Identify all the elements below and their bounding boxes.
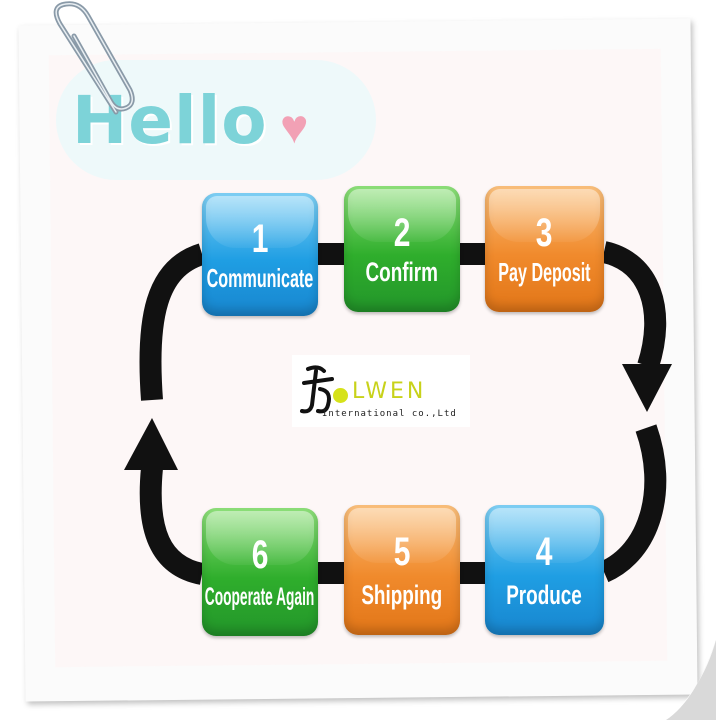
hello-greeting: Hello [72,82,268,159]
step-cooperate-again: 6 Cooperate Again [202,508,318,636]
logo-name: LWEN [352,379,427,404]
heart-icon: ♥ [280,101,309,154]
arrow-left-lower-arc [139,466,205,585]
arrow-right-arc [601,241,667,370]
step-number: 1 [251,216,269,261]
connector-2-3 [460,243,487,265]
step-confirm: 2 Confirm [344,186,460,312]
logo-subtitle: International co.,Ltd [322,409,457,419]
hello-bubble [56,60,376,180]
step-label: Shipping [361,579,443,610]
arrow-left-head [124,418,178,470]
arrow-right-head [622,364,672,412]
arrow-left-upper-arc [139,243,206,401]
connector-1-2 [318,243,346,265]
step-number: 3 [536,211,553,255]
step-number: 4 [536,529,553,574]
step-label: Cooperate Again [205,582,315,611]
step-communicate: 1 Communicate [202,193,318,316]
calligraphy-glyph-icon [300,365,334,414]
step-number: 6 [251,532,269,577]
paperclip-icon [53,1,135,115]
step-label: Produce [506,579,583,610]
step-produce: 4 Produce [485,505,604,635]
step-pay-deposit: 3 Pay Deposit [485,186,604,312]
step-number: 2 [393,210,411,255]
arrow-right-lower-arc [599,424,667,583]
connector-4-5 [460,562,487,584]
step-label: Confirm [365,256,439,287]
connector-5-6 [318,562,346,584]
company-logo: LWEN International co.,Ltd [292,355,470,427]
page-curl-icon [666,640,716,720]
step-label: Pay Deposit [498,257,591,287]
logo-o-mark [333,388,348,403]
step-shipping: 5 Shipping [344,505,460,635]
step-number: 5 [393,529,411,574]
step-label: Communicate [206,262,314,293]
